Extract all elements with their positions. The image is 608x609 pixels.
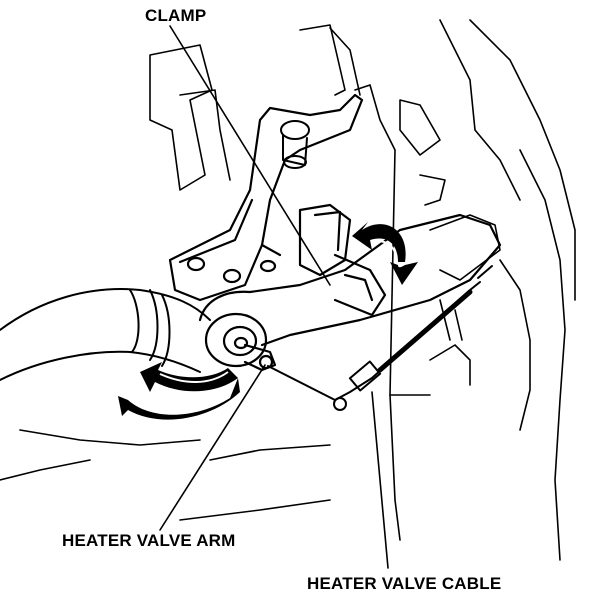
engine-bay-outline [0, 19, 576, 561]
upper-bolt [280, 120, 310, 169]
leader-lines [159, 25, 389, 569]
arm-rotation-arrow-icon [118, 362, 240, 420]
clamp-label: CLAMP [145, 6, 207, 25]
valve-arm [243, 343, 277, 372]
heater-valve-arm-label: HEATER VALVE ARM [62, 531, 236, 550]
clamp-rotation-arrow-icon [352, 222, 418, 285]
heater-valve-body [198, 203, 502, 368]
heater-valve-cable [267, 265, 493, 411]
clamp-leader [169, 25, 331, 286]
arm-leader [159, 364, 266, 531]
heater-hose [0, 288, 211, 381]
cable-leader [371, 391, 389, 569]
mounting-bracket [168, 93, 364, 302]
heater-valve-cable-label: HEATER VALVE CABLE [307, 574, 502, 593]
